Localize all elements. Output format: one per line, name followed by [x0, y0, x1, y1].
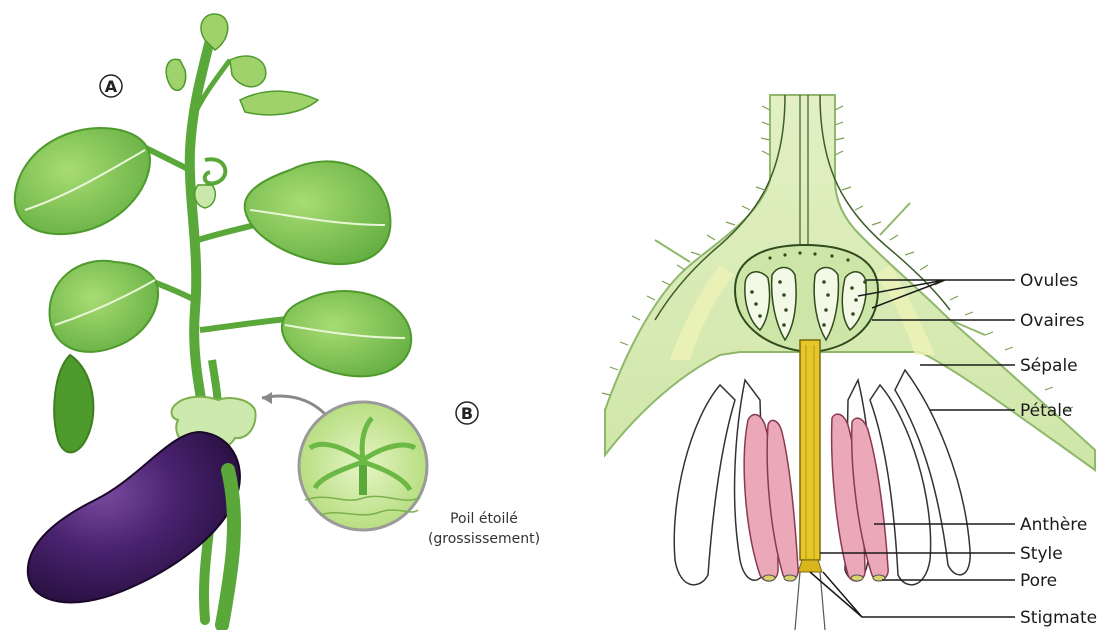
magnified-star-hair — [299, 402, 427, 530]
svg-text:B: B — [461, 404, 473, 423]
label-ovaires: Ovaires — [1020, 311, 1085, 331]
svg-text:A: A — [105, 77, 118, 96]
label-ovules: Ovules — [1020, 271, 1078, 291]
petal — [674, 385, 735, 585]
flower-bud — [195, 185, 216, 208]
sepal-spike — [655, 240, 690, 262]
young-shoot-leaf — [166, 59, 185, 90]
young-shoot-leaf — [230, 56, 266, 87]
young-shoot-leaf — [240, 91, 318, 115]
label-pore: Pore — [1020, 571, 1057, 591]
tendril-curl — [205, 159, 226, 183]
label-sepale: Sépale — [1020, 356, 1078, 376]
label-petale: Pétale — [1020, 401, 1072, 421]
caption-line2: (grossissement) — [428, 531, 540, 547]
stigmate-tip — [798, 560, 822, 572]
magnification-arrow — [262, 396, 330, 420]
label-anthere: Anthère — [1020, 515, 1087, 535]
sepal-spike — [880, 203, 910, 235]
eggplant-plant-illustration: A B Poil étoilé (grossissement) — [15, 14, 540, 625]
flower-cross-section: Ovules Ovaires Sépale Pétale Anthère Sty… — [602, 95, 1097, 630]
label-style: Style — [1020, 544, 1063, 564]
caption-line1: Poil étoilé — [450, 511, 518, 527]
arrowhead — [262, 392, 272, 404]
leaf — [54, 355, 93, 452]
anther-pores — [763, 575, 885, 581]
label-stigmate: Stigmate — [1020, 608, 1097, 628]
panel-label-a: A — [100, 75, 122, 97]
panel-label-b: B — [456, 402, 478, 424]
leaf — [15, 128, 150, 234]
style-column — [800, 340, 820, 560]
